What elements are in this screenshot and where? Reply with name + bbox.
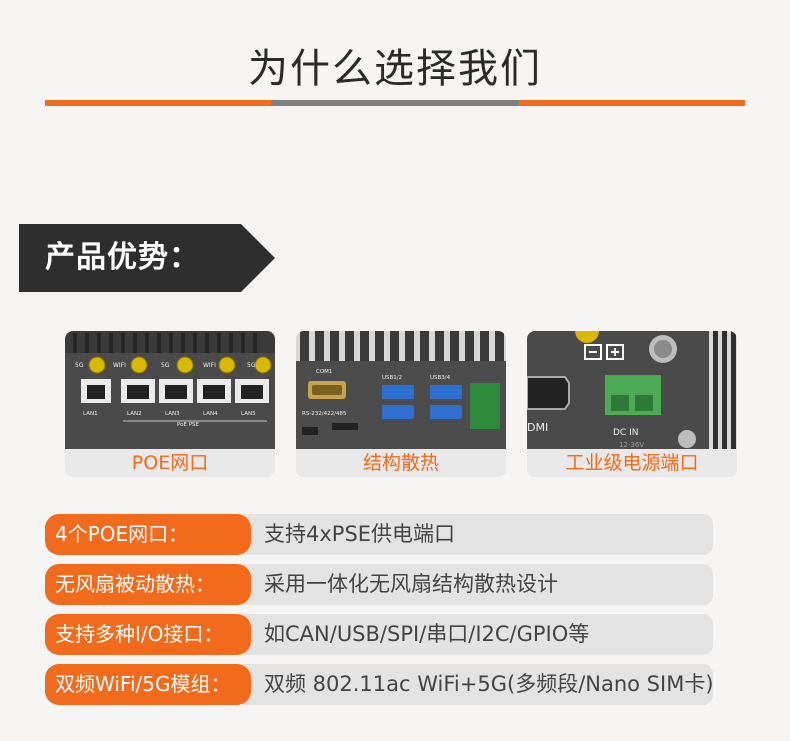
feature-row-bg (243, 514, 713, 555)
card-caption: POE网口 (65, 449, 275, 477)
card-caption: 结构散热 (296, 449, 506, 477)
feature-label-wireless: 双频WiFi/5G模组： (45, 664, 251, 705)
feature-label-poe: 4个POE网口： (45, 514, 251, 555)
poe-pse-label: PoE PSE (177, 422, 200, 428)
usb34-label: USB3/4 (430, 375, 451, 381)
title-underline-right (519, 100, 745, 106)
feature-row-bg (243, 664, 713, 705)
antenna-label: WIFI (203, 362, 216, 369)
page-title: 为什么选择我们 (248, 46, 542, 92)
com1-label: COM1 (316, 369, 332, 375)
lan-label: LAN5 (241, 411, 256, 417)
feature-card-cooling: COM1 USB1/2 USB3/4 RS-232/422/485 结构散热 (296, 331, 506, 477)
feature-desc-io: 如CAN/USB/SPI/串口/I2C/GPIO等 (264, 622, 590, 646)
rs-label: RS-232/422/485 (302, 411, 347, 417)
antenna-label: 5G (247, 362, 256, 369)
usb12-label: USB1/2 (382, 375, 402, 381)
antenna-label: 5G (75, 362, 84, 369)
power-port-photo: DMI DC IN 12-36V (527, 331, 737, 451)
title-underline-left (45, 100, 271, 106)
lan-label: LAN3 (165, 411, 180, 417)
feature-desc-wireless: 双频 802.11ac WiFi+5G(多频段/Nano SIM卡) (264, 672, 714, 696)
lan-label: LAN4 (203, 411, 218, 417)
feature-row-bg (243, 564, 713, 605)
antenna-label: 5G (161, 362, 170, 369)
title-underline-center (271, 100, 519, 106)
section-banner: 产品优势： (19, 224, 275, 292)
banner-arrow-shape (19, 224, 275, 292)
feature-label-io: 支持多种I/O接口： (45, 614, 251, 655)
poe-ports-photo: 5G WIFI 5G WIFI 5G LAN1 LAN2 LAN3 LAN4 L… (65, 331, 275, 451)
section-title: 产品优势： (45, 240, 200, 275)
feature-desc-fanless: 采用一体化无风扇结构散热设计 (264, 572, 558, 596)
feature-card-poe: 5G WIFI 5G WIFI 5G LAN1 LAN2 LAN3 LAN4 L… (65, 331, 275, 477)
lan-label: LAN2 (127, 411, 142, 417)
dc-voltage-label: 12-36V (619, 441, 644, 449)
cooling-io-photo: COM1 USB1/2 USB3/4 RS-232/422/485 (296, 331, 506, 451)
feature-card-power: DMI DC IN 12-36V 工业级电源端口 (527, 331, 737, 477)
lan-label: LAN1 (83, 411, 98, 417)
card-caption: 工业级电源端口 (527, 449, 737, 477)
feature-row-bg (243, 614, 713, 655)
feature-desc-poe: 支持4xPSE供电端口 (264, 522, 456, 546)
dcin-label: DC IN (613, 428, 638, 438)
hdmi-label: DMI (527, 421, 548, 434)
antenna-label: WIFI (113, 362, 126, 369)
feature-label-fanless: 无风扇被动散热： (45, 564, 251, 605)
